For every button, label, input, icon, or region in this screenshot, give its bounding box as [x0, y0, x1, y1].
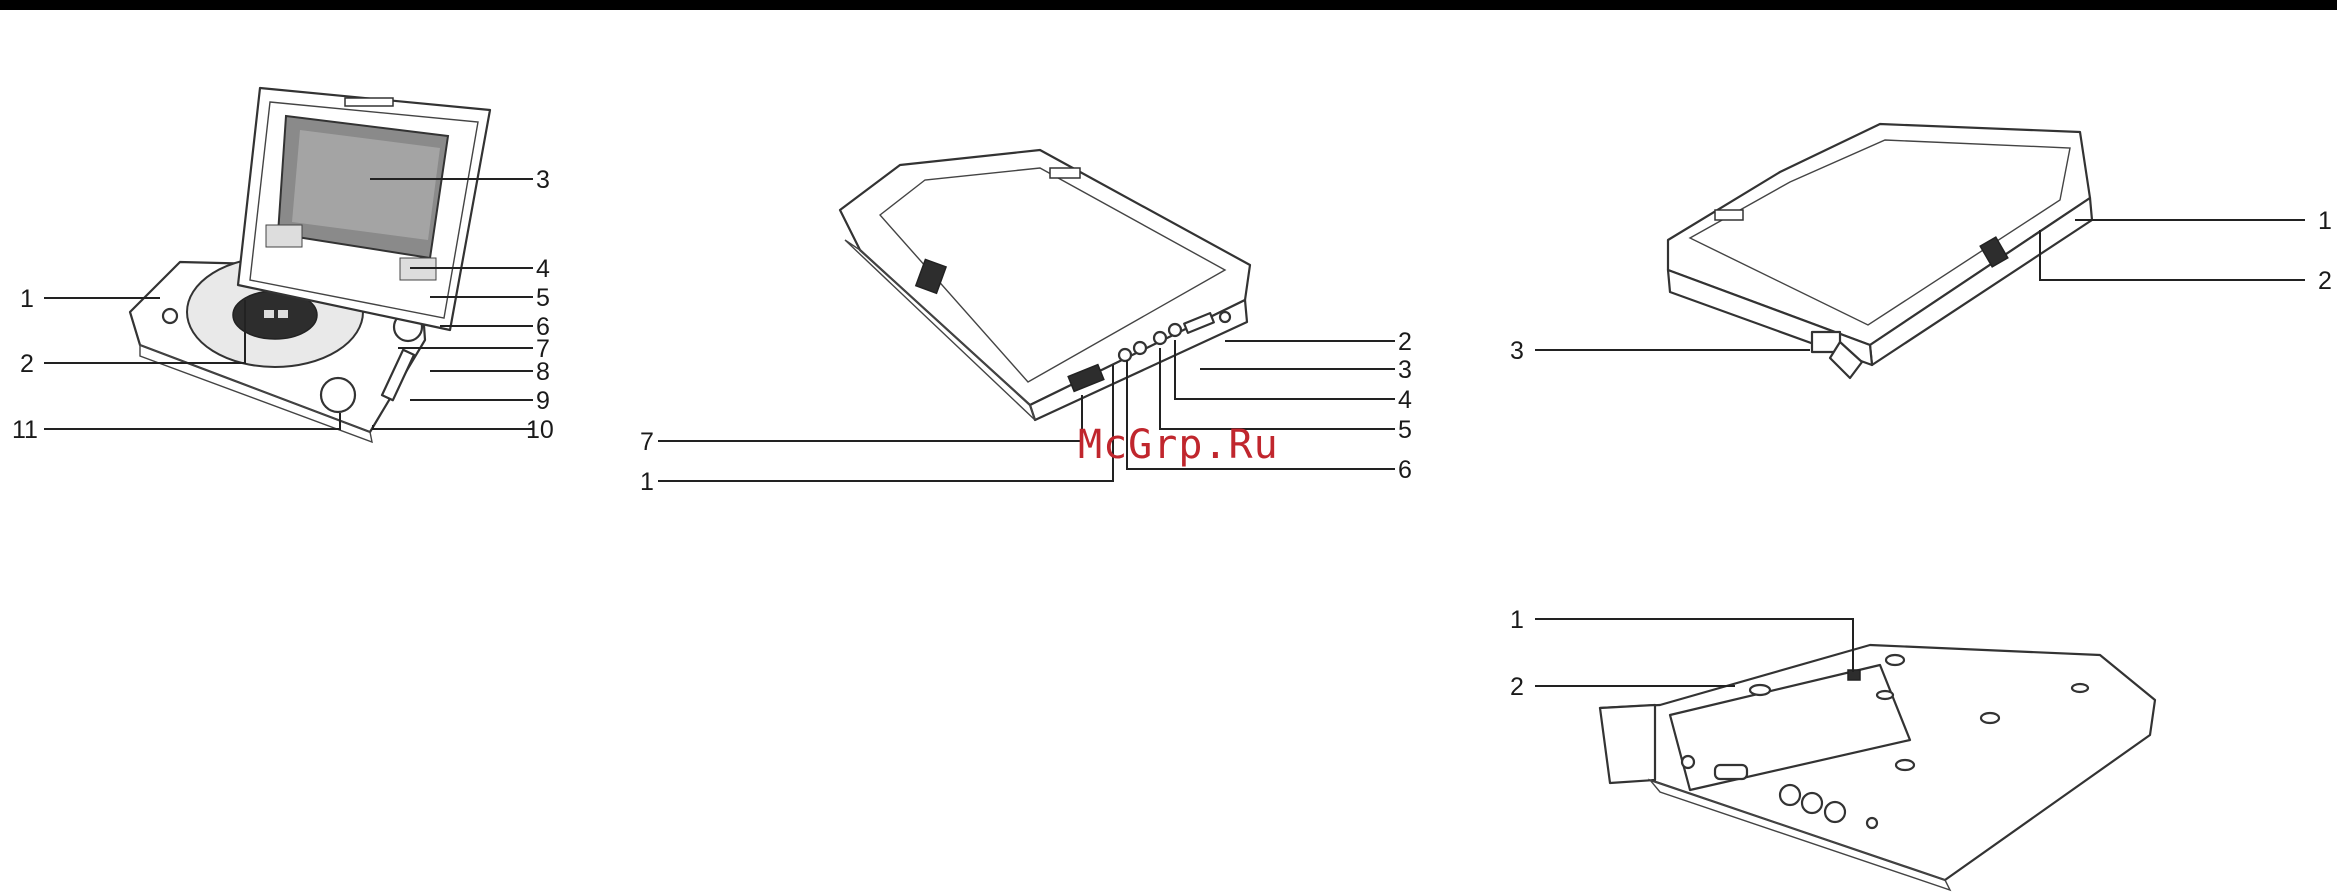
callout-10: 10 [526, 416, 554, 444]
figure-open-player: 1 2 3 4 5 6 7 8 9 10 11 [12, 88, 554, 444]
player-bottom-illustration [1600, 645, 2155, 890]
callout-4: 4 [1398, 386, 1412, 414]
callout-5: 5 [536, 284, 550, 312]
figure-bottom: 1 2 [1510, 606, 2155, 890]
callout-7: 7 [640, 428, 654, 456]
callout-6: 6 [1398, 456, 1412, 484]
callout-1: 1 [640, 468, 654, 496]
player-open-illustration [130, 88, 490, 442]
callout-2: 2 [1510, 673, 1524, 701]
callout-1: 1 [20, 285, 34, 313]
player-right-side-illustration [840, 150, 1250, 420]
callout-3: 3 [1510, 337, 1524, 365]
figure-left-side: 1 2 3 [1510, 124, 2332, 378]
callout-9: 9 [536, 387, 550, 415]
callout-1: 1 [1510, 606, 1524, 634]
player-left-side-illustration [1668, 124, 2092, 378]
callout-2: 2 [2318, 267, 2332, 295]
callout-5: 5 [1398, 416, 1412, 444]
callout-3: 3 [536, 166, 550, 194]
callout-3: 3 [1398, 356, 1412, 384]
callout-8: 8 [536, 358, 550, 386]
callout-2: 2 [20, 350, 34, 378]
callout-2: 2 [1398, 328, 1412, 356]
callout-4: 4 [536, 255, 550, 283]
figure-right-side: 7 1 2 3 4 5 6 [640, 150, 1412, 496]
watermark-text: McGrp.Ru [1078, 422, 1279, 468]
callout-1: 1 [2318, 207, 2332, 235]
callout-11: 11 [12, 416, 38, 444]
